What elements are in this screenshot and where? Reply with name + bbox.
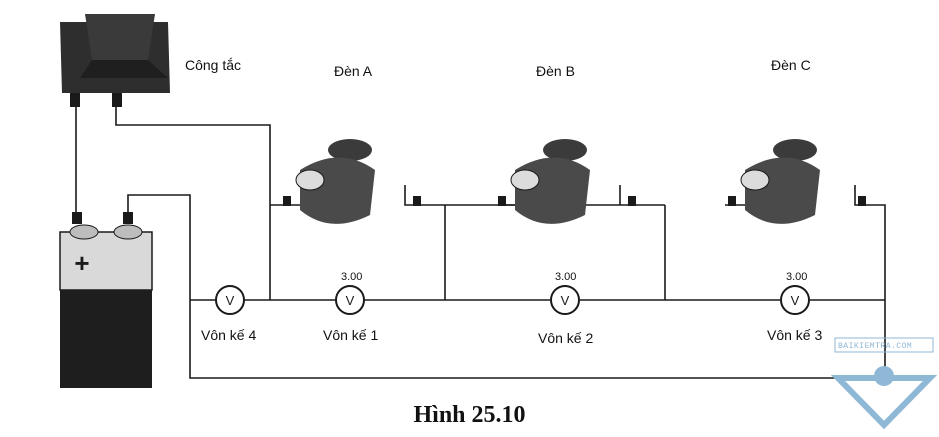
lamp-c <box>728 139 866 224</box>
lamp-c-label: Đèn C <box>771 57 811 73</box>
voltmeter-1-label: Vôn kế 1 <box>323 327 379 343</box>
voltmeter-1-reading: 3.00 <box>341 271 363 283</box>
switch-label: Công tắc <box>185 57 242 73</box>
battery-plus-sign: + <box>74 248 89 278</box>
voltmeter-3-label: Vôn kế 3 <box>767 327 823 343</box>
svg-text:V: V <box>561 293 570 308</box>
svg-text:V: V <box>791 293 800 308</box>
lamp-a-label: Đèn A <box>334 63 373 79</box>
voltmeter-4: V <box>215 285 245 315</box>
lamp-b-label: Đèn B <box>536 63 575 79</box>
voltmeter-1: V <box>335 285 365 315</box>
wires <box>75 92 886 379</box>
voltmeter-2-reading: 3.00 <box>555 271 577 283</box>
voltmeter-2-label: Vôn kế 2 <box>538 330 594 346</box>
voltmeter-4-label: Vôn kế 4 <box>201 327 257 343</box>
voltmeter-2: V <box>550 285 580 315</box>
watermark-logo <box>830 337 938 430</box>
svg-text:V: V <box>226 293 235 308</box>
figure-caption: Hình 25.10 <box>413 402 526 428</box>
svg-text:V: V <box>346 293 355 308</box>
watermark-text: BAIKIEMTRA.COM <box>838 342 913 351</box>
battery <box>59 212 153 388</box>
voltmeter-3: V <box>780 285 810 315</box>
lamp-b <box>498 139 636 224</box>
switch <box>60 14 170 107</box>
voltmeter-3-reading: 3.00 <box>786 271 808 283</box>
lamp-a <box>283 139 421 224</box>
